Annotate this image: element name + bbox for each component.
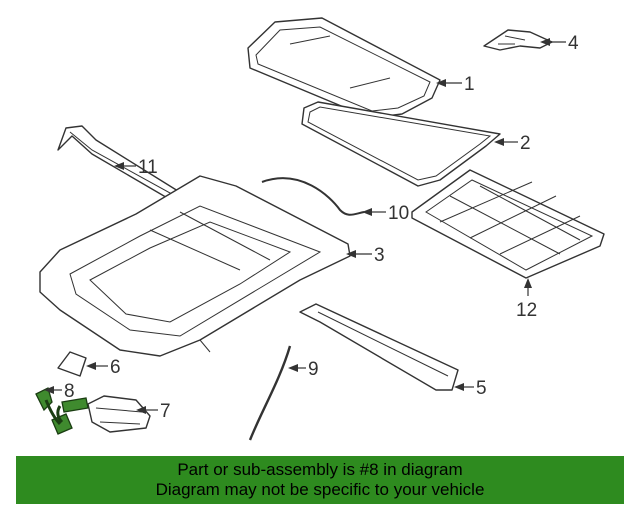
callout-12: 12 xyxy=(516,300,537,321)
part-2-seal xyxy=(301,101,501,187)
callout-7: 7 xyxy=(160,401,171,422)
part-4-bracket xyxy=(483,29,553,51)
part-8-harness xyxy=(35,387,89,435)
callout-8: 8 xyxy=(64,381,75,402)
info-banner: Part or sub-assembly is #8 in diagram Di… xyxy=(16,456,624,504)
callout-6: 6 xyxy=(110,357,121,378)
part-9-hose xyxy=(248,345,292,441)
callout-4: 4 xyxy=(568,33,579,54)
part-6-clip xyxy=(57,351,87,377)
part-12-shade xyxy=(411,169,605,279)
callout-5: 5 xyxy=(476,378,487,399)
callout-9: 9 xyxy=(308,359,319,380)
leader-lines xyxy=(44,38,566,414)
callout-1: 1 xyxy=(464,74,475,95)
banner-line-2: Diagram may not be specific to your vehi… xyxy=(155,480,485,499)
part-7-motor xyxy=(87,395,151,433)
part-1-glass-panel xyxy=(247,17,441,119)
callout-2: 2 xyxy=(520,133,531,154)
part-10-cable xyxy=(261,177,365,216)
callout-10: 10 xyxy=(388,203,409,224)
banner-line-1: Part or sub-assembly is #8 in diagram xyxy=(177,460,463,479)
callout-11: 11 xyxy=(138,157,158,178)
part-5-rear-rail xyxy=(299,303,459,391)
callout-3: 3 xyxy=(374,245,385,266)
part-3-frame xyxy=(39,175,351,357)
